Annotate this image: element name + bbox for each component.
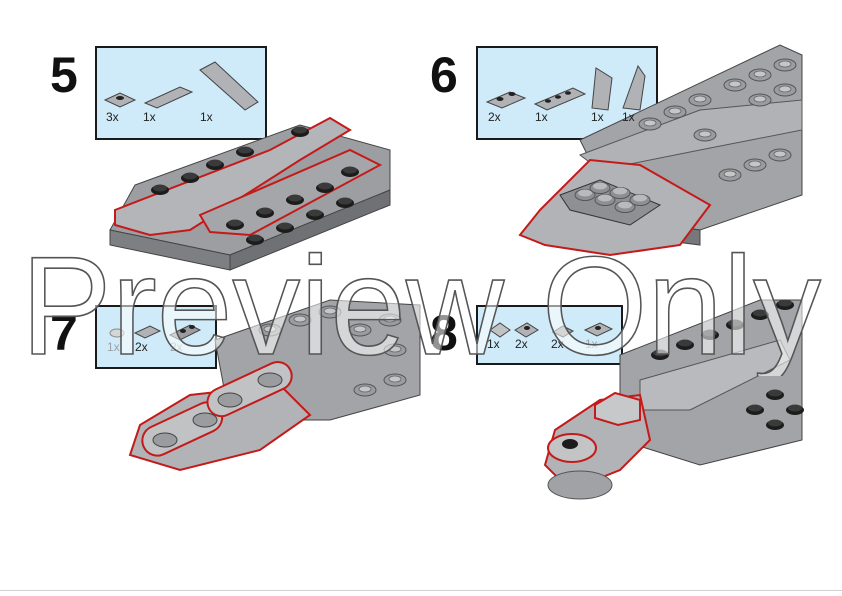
step-8-part-icons	[489, 322, 614, 338]
step-number-8: 8	[430, 305, 458, 361]
step-6-qty-3: 1x	[591, 110, 604, 124]
step-8-qty-4: 1x	[585, 337, 598, 351]
step-number-5: 5	[50, 47, 78, 103]
step-8-qty-1: 1x	[487, 337, 500, 351]
step-7-qty-1: 1x	[107, 340, 120, 354]
step-7-model	[128, 299, 421, 472]
step-5-model	[109, 116, 391, 271]
step-6-part-icons	[485, 64, 646, 111]
step-6-qty-2: 1x	[535, 110, 548, 124]
step-5-part-icons	[103, 61, 259, 111]
step-5-qty-1: 3x	[106, 110, 119, 124]
step-5-qty-2: 1x	[143, 110, 156, 124]
step-8-model	[543, 299, 804, 500]
step-5-qty-3: 1x	[200, 110, 213, 124]
step-7-qty-3: 2x	[170, 340, 183, 354]
step-8-qty-2: 2x	[515, 337, 528, 351]
step-6-model	[518, 44, 803, 257]
step-7-qty-2: 2x	[135, 340, 148, 354]
step-number-6: 6	[430, 47, 458, 103]
step-6-qty-4: 1x	[622, 110, 635, 124]
step-number-7: 7	[50, 305, 78, 361]
step-6-qty-1: 2x	[488, 110, 501, 124]
page-bottom-rule	[0, 590, 842, 591]
step-7-part-icons	[109, 324, 202, 341]
step-8-qty-3: 2x	[551, 337, 564, 351]
